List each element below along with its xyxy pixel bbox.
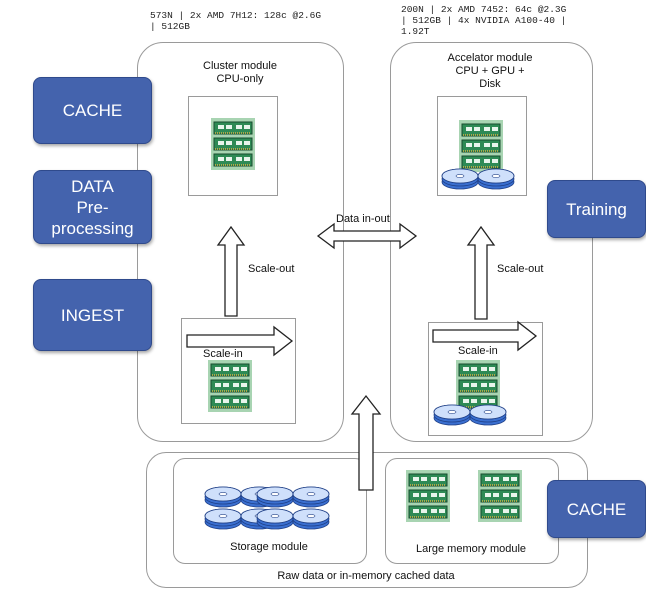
data-preprocessing-box: DATA Pre- processing — [33, 170, 152, 244]
data-up-arrow — [350, 394, 382, 491]
ram-module-icon — [459, 120, 503, 177]
data-in-out-arrow — [316, 222, 418, 250]
disk-stack-icon — [440, 160, 518, 195]
ram-module-icon — [208, 360, 252, 417]
cluster-scale-out-arrow — [216, 225, 246, 317]
disk-stack-icon — [255, 478, 333, 513]
cluster-scale-in-arrow — [186, 325, 294, 357]
cluster-module-title: Cluster module CPU-only — [203, 60, 277, 85]
ingest-box: INGEST — [33, 279, 152, 351]
accelerator-spec-text: 200N | 2x AMD 7452: 64c @2.3G | 512GB | … — [401, 4, 567, 37]
ram-module-icon — [211, 118, 255, 175]
cache-box-top: CACHE — [33, 77, 152, 144]
disk-stack-icon — [432, 396, 510, 431]
scale-in-left-label: Scale-in — [203, 348, 243, 360]
data-in-out-label: Data in-out — [336, 213, 390, 225]
accelerator-module-title: Accelator module CPU + GPU + Disk — [447, 52, 533, 90]
bottom-caption: Raw data or in-memory cached data — [277, 570, 455, 582]
disk-stack-icon — [255, 500, 333, 535]
large-memory-module-label: Large memory module — [415, 543, 527, 555]
training-box: Training — [547, 180, 646, 238]
scale-in-right-label: Scale-in — [458, 345, 498, 357]
scale-out-right-label: Scale-out — [497, 263, 544, 275]
scale-out-left-label: Scale-out — [248, 263, 295, 275]
ram-module-icon — [406, 470, 450, 527]
cluster-spec-text: 573N | 2x AMD 7H12: 128c @2.6G | 512GB — [150, 10, 322, 32]
accelerator-scale-out-arrow — [466, 225, 496, 320]
storage-module-label: Storage module — [230, 541, 308, 553]
ram-module-icon — [478, 470, 522, 527]
accelerator-scale-in-arrow — [432, 320, 538, 352]
cache-box-bottom: CACHE — [547, 480, 646, 538]
